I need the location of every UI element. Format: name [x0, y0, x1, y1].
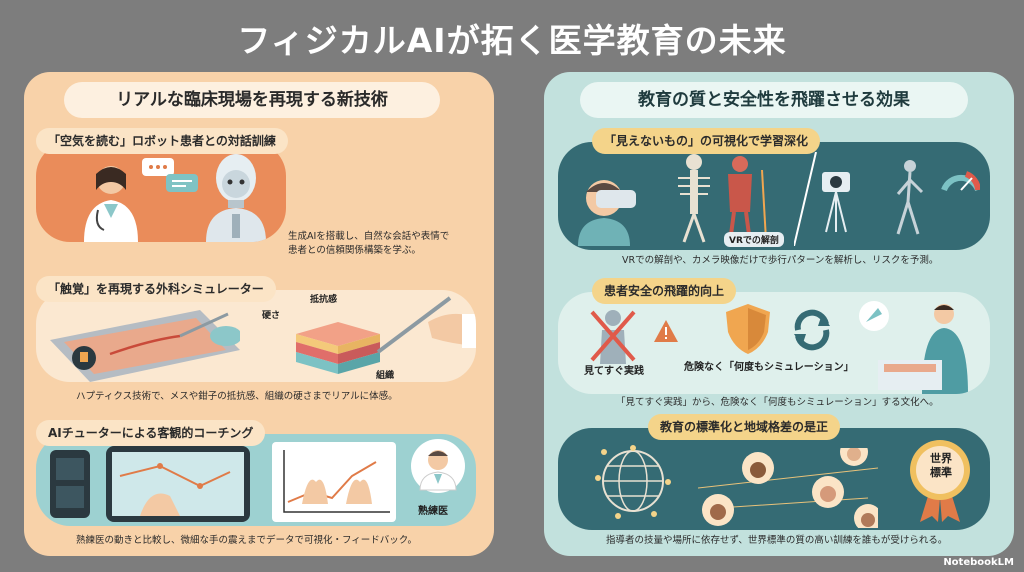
ai-tutor-caption: 熟練医の動きと比較し、微細な手の震えまでデータで可視化・フィードバック。	[76, 535, 418, 546]
warning-icon	[654, 320, 678, 342]
standardization-label: 教育の標準化と地域格差の是正	[648, 414, 841, 440]
tissue-tag: 組織	[376, 371, 395, 381]
world-standard-badge-icon	[910, 440, 970, 522]
vr-headset-icon	[578, 180, 636, 246]
right-heading: 教育の質と安全性を飛躍させる効果	[580, 82, 968, 118]
standardization-caption: 指導者の技量や場所に依存せず、世界標準の質の高い訓練を誰もが受けられる。	[606, 535, 948, 546]
ai-tutor-card	[36, 434, 476, 526]
surgical-simulator-card	[36, 290, 476, 382]
resistance-tag: 抵抗感	[310, 295, 338, 305]
see-and-do-tag: 見てすぐ実践	[584, 366, 644, 377]
shield-icon	[726, 304, 770, 354]
no-direct-practice-icon	[590, 310, 636, 364]
robot-patient-caption-1: 生成AIを搭載し、自然な会話や表情で	[288, 231, 450, 242]
scalpel-hand-icon	[376, 296, 476, 354]
robot-patient-caption-2: 患者との信頼関係構築を学ぶ。	[288, 245, 421, 256]
speech-bubble-icon	[142, 158, 198, 192]
simulation-doctor-icon	[859, 301, 968, 394]
world-standard-line-2: 標準	[930, 466, 952, 479]
motion-tracking-icon	[50, 446, 250, 522]
repeat-cycle-icon	[794, 309, 830, 351]
expert-doctor-icon	[411, 439, 465, 493]
patient-safety-card	[558, 292, 990, 394]
ai-tutor-label: AIチューターによる客観的コーチング	[36, 420, 266, 446]
world-standard-line-1: 世界	[930, 452, 952, 465]
page-title: フィジカルAIが拓く医学教育の未来	[237, 21, 787, 60]
tissue-layers-icon	[296, 322, 380, 374]
visualization-label: 「見えないもの」の可視化で学習深化	[592, 128, 821, 154]
notebooklm-brand: NotebookLM	[943, 557, 1014, 568]
tablet-simulator-icon	[50, 310, 240, 382]
visualization-caption: VRでの解剖や、カメラ映像だけで歩行パターンを解析し、リスクを予測。	[622, 255, 939, 266]
hardness-tag: 硬さ	[262, 311, 281, 321]
left-heading: リアルな臨床現場を再現する新技術	[64, 82, 440, 118]
anatomy-skeleton-icon	[678, 154, 767, 243]
surgical-simulator-label: 「触覚」を再現する外科シミュレーター	[36, 276, 276, 302]
right-panel: 教育の質と安全性を飛躍させる効果	[544, 72, 1014, 556]
gait-analysis-icon	[794, 152, 980, 246]
simulation-tag: 危険なく「何度もシミュレーション」	[684, 362, 854, 373]
globe-network-icon	[595, 445, 671, 519]
vr-dissection-tag: VRでの解剖	[724, 232, 784, 247]
robot-patient-card	[36, 142, 286, 242]
robot-patient-label: 「空気を読む」ロボット患者との対話訓練	[36, 128, 288, 154]
patient-safety-caption: 「見てすぐ実践」から、危険なく「何度もシミュレーション」する文化へ。	[616, 397, 939, 408]
left-panel: リアルな臨床現場を再現する新技術 生成AIを搭載し、自然な会話や表情で 患者との…	[24, 72, 494, 556]
robot-patient-icon	[206, 154, 266, 242]
patient-safety-label: 患者安全の飛躍的向上	[592, 278, 737, 304]
standardization-card	[558, 428, 990, 530]
surgical-simulator-caption: ハプティクス技術で、メスや鉗子の抵抗感、組織の硬さまでリアルに体感。	[76, 391, 398, 402]
diverse-learners-icon	[698, 448, 878, 528]
doctor-icon	[84, 166, 138, 242]
expert-tag: 熟練医	[418, 506, 448, 517]
hand-tremor-graph-icon	[272, 442, 396, 522]
